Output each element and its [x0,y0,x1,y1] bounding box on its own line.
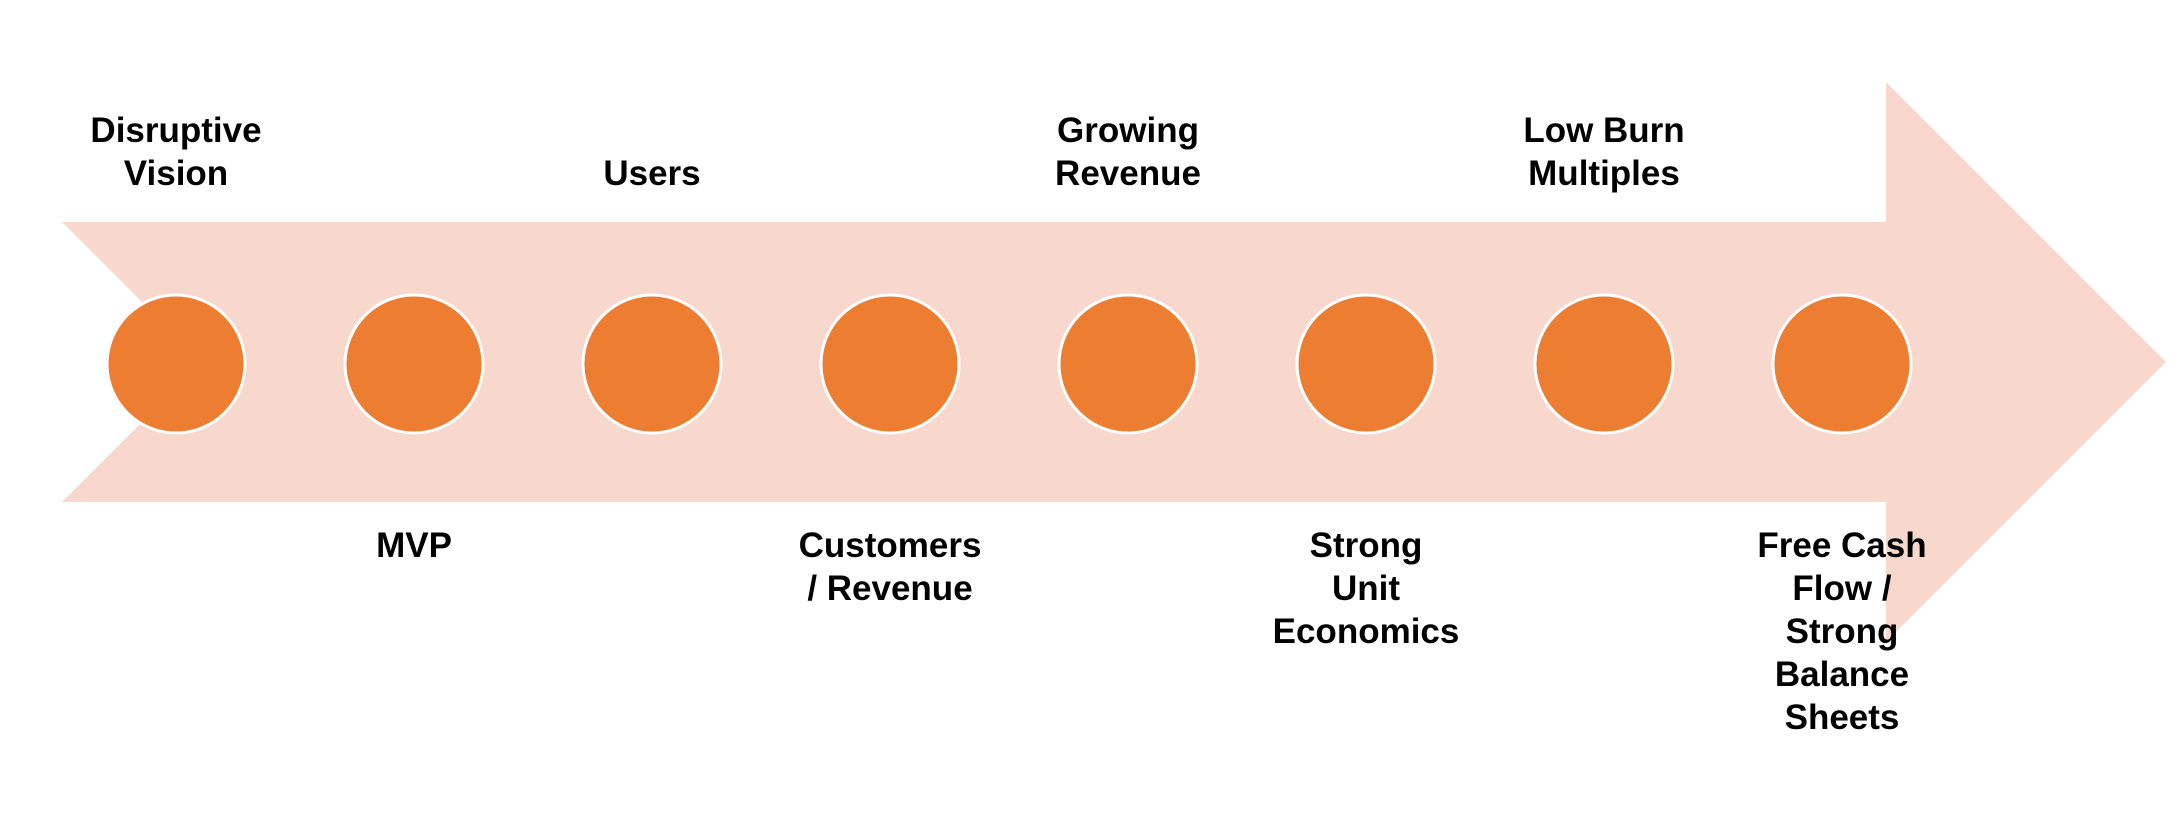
stage-node [819,293,961,435]
stage-node [1295,293,1437,435]
stage-label-strong-unit-economics: Strong Unit Economics [1272,526,1460,651]
stage-label-customers-revenue: Customers / Revenue [798,526,982,608]
stage-label-mvp: MVP [376,526,452,565]
stage-label-free-cash-flow: Free Cash Flow / Strong Balance Sheets [1757,526,1927,737]
stage-node [1533,293,1675,435]
stage-node [343,293,485,435]
stage-nodes [105,293,1913,435]
stage-node [1057,293,1199,435]
stage-node [105,293,247,435]
stage-node [581,293,723,435]
stage-label-growing-revenue: Growing Revenue [1055,111,1201,193]
stage-node [1771,293,1913,435]
stage-label-users: Users [603,154,701,193]
stage-label-disruptive-vision: Disruptive Vision [90,111,262,193]
stage-label-low-burn-multiples: Low Burn Multiples [1523,111,1685,193]
